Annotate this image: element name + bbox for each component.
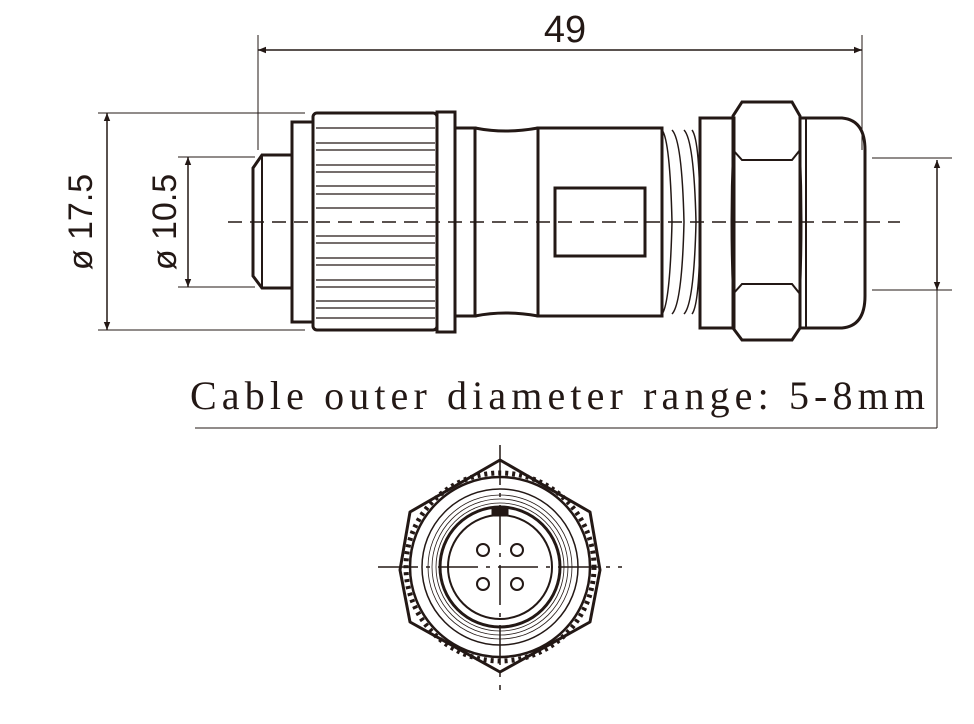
connector-end-view [378, 445, 622, 690]
body-window [553, 186, 647, 258]
pin-4 [510, 577, 524, 591]
pin-1 [476, 543, 490, 557]
pin-2 [510, 543, 524, 557]
length-dimension: 49 [257, 9, 863, 150]
pin-diameter-label: ø 10.5 [146, 174, 184, 270]
length-label: 49 [544, 9, 586, 51]
cable-range-note: Cable outer diameter range: 5-8mm [190, 373, 925, 418]
pin-3 [476, 577, 490, 591]
hex-nut [730, 100, 803, 342]
cable-range-dimension: Cable outer diameter range: 5-8mm [190, 157, 952, 429]
knurled-nut [311, 111, 439, 332]
outer-diameter-dimension: ø 17.5 [62, 112, 305, 331]
pin-diameter-dimension: ø 10.5 [146, 156, 255, 288]
cable-gland-cap [800, 116, 867, 330]
connector-side-view [251, 100, 867, 342]
outer-diameter-label: ø 17.5 [62, 174, 100, 270]
